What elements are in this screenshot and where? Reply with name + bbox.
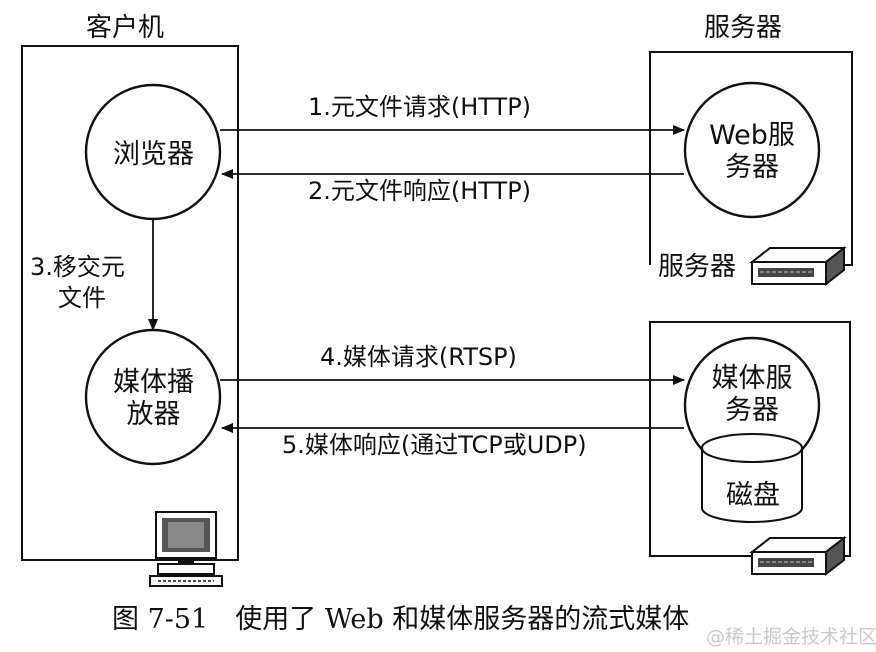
handoff-metafile-label-line2: 文件 xyxy=(58,284,106,313)
media-response-label: 5.媒体响应(通过TCP或UDP) xyxy=(282,431,587,459)
media-player-label-line2: 放器 xyxy=(126,398,181,430)
web-server-label-line2: 务器 xyxy=(725,151,779,183)
media-server-hardware-icon xyxy=(749,535,847,577)
computer-icon xyxy=(149,511,223,587)
web-server-node xyxy=(683,81,821,219)
watermark: @稀土掘金技术社区 xyxy=(706,626,876,648)
disk-label: 磁盘 xyxy=(726,480,780,511)
media-server-label: 媒体服 务器 xyxy=(700,363,804,427)
browser-label: 浏览器 xyxy=(113,139,194,170)
figure-caption: 图 7-51 使用了 Web 和媒体服务器的流式媒体 xyxy=(112,604,690,635)
metafile-response-label: 2.元文件响应(HTTP) xyxy=(308,177,532,205)
media-request-label: 4.媒体请求(RTSP) xyxy=(320,343,517,371)
web-server-label-line1: Web服 xyxy=(709,120,795,151)
media-player-label-line1: 媒体播 xyxy=(113,367,194,398)
disk-icon xyxy=(701,433,803,523)
media-server-label-line1: 媒体服 xyxy=(711,363,793,394)
handoff-metafile-label-line1: 3.移交元 xyxy=(30,253,125,281)
server-machine-label: 服务器 xyxy=(656,252,739,282)
browser-node xyxy=(84,83,222,221)
server-group-title: 服务器 xyxy=(704,13,783,43)
client-box xyxy=(21,45,239,561)
media-server-label-line2: 务器 xyxy=(725,394,779,426)
server-hardware-icon xyxy=(749,245,847,287)
metafile-request-label: 1.元文件请求(HTTP) xyxy=(308,93,532,121)
handoff-metafile-label: 3.移交元 文件 xyxy=(30,252,125,314)
media-player-label: 媒体播 放器 xyxy=(113,367,194,431)
web-server-label: Web服 务器 xyxy=(700,120,804,184)
client-title: 客户机 xyxy=(86,13,165,43)
